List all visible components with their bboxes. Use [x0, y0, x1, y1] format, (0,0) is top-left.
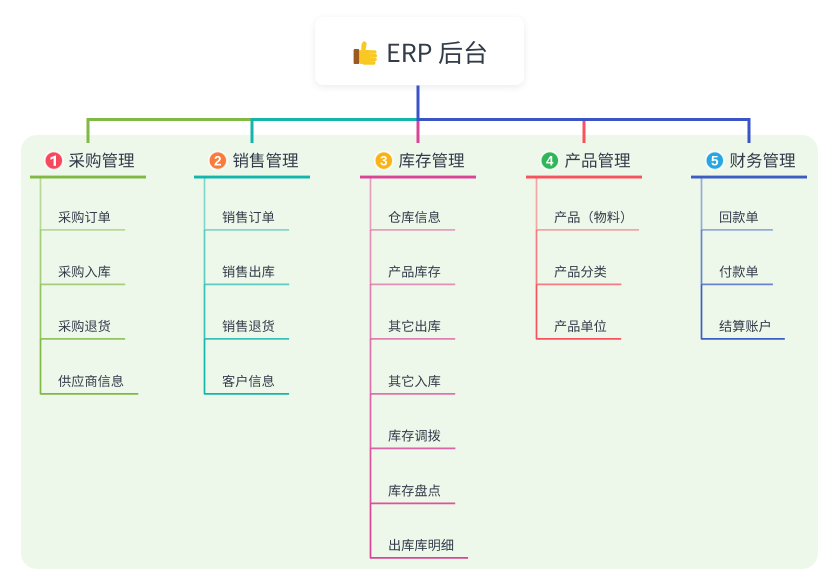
svg-text:4: 4 [546, 153, 554, 168]
svg-text:5: 5 [711, 153, 719, 168]
svg-text:3: 3 [380, 153, 388, 168]
svg-text:2: 2 [214, 153, 222, 168]
